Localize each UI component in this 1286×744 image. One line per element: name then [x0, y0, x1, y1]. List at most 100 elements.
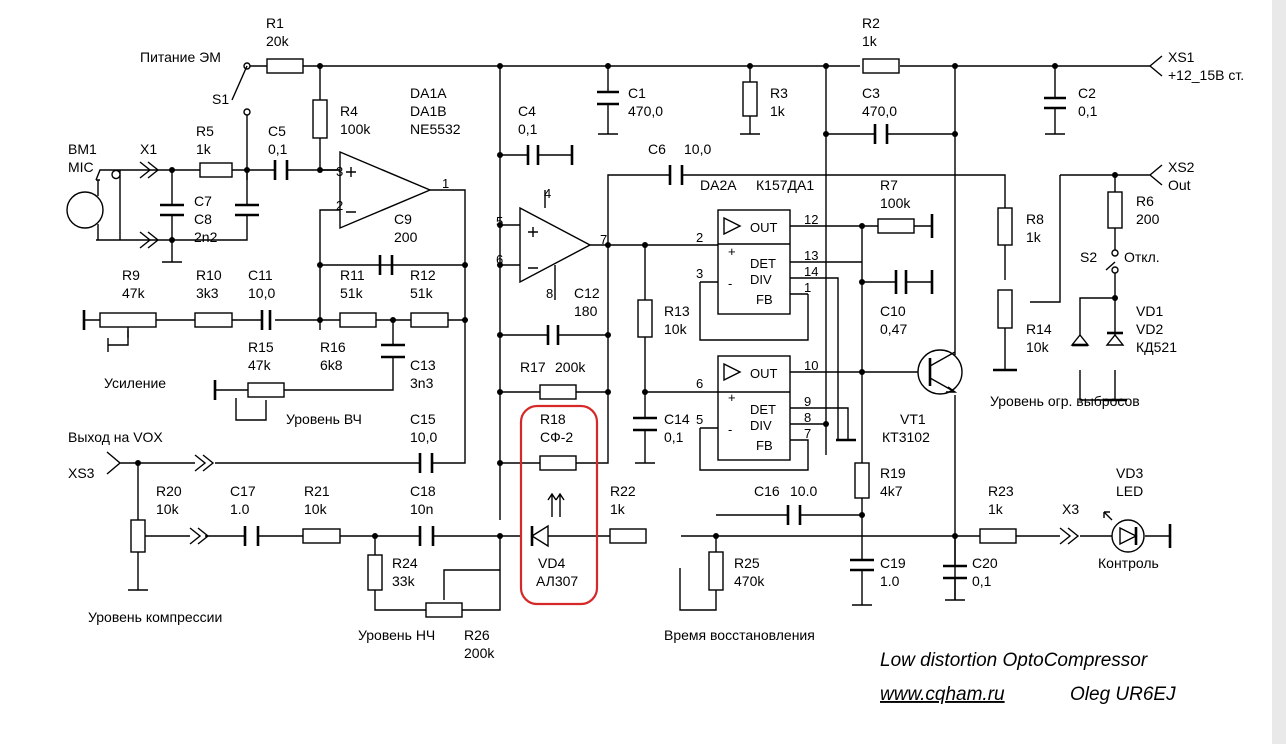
- label-c17-value: 1.0: [230, 501, 250, 517]
- c18-capacitor: [418, 526, 435, 546]
- label-pin2b: 2: [696, 230, 703, 245]
- label-x3: X3: [1062, 501, 1079, 517]
- label-xs3: XS3: [68, 465, 95, 481]
- da2a-opamp: [519, 206, 592, 284]
- label-r14: R14: [1026, 321, 1052, 337]
- c20-capacitor: [943, 564, 967, 580]
- label-r15: R15: [248, 339, 274, 355]
- s2-switch: [1111, 249, 1119, 274]
- label-r5: R5: [196, 123, 214, 139]
- label-out-2: OUT: [750, 366, 778, 381]
- x1-connectors: [139, 161, 160, 249]
- vd2-diode: [1105, 331, 1125, 346]
- r4-resistor: [312, 99, 328, 139]
- r10-resistor: [194, 312, 233, 328]
- label-out: Out: [1168, 177, 1191, 193]
- label-r15-value: 47k: [248, 357, 272, 373]
- label-vd4: VD4: [538, 555, 565, 571]
- r19-resistor: [854, 462, 870, 499]
- r21-resistor: [302, 528, 341, 544]
- label-r7: R7: [880, 177, 898, 193]
- label-c10-value: 0,47: [880, 321, 907, 337]
- label-r3: R3: [770, 85, 788, 101]
- label-vd1: VD1: [1136, 303, 1163, 319]
- footer-author: Oleg UR6EJ: [1070, 684, 1176, 705]
- label-pin1: 1: [442, 176, 449, 191]
- label-plus-1: +: [728, 244, 736, 259]
- label-r23-value: 1k: [988, 501, 1004, 517]
- r15-potentiometer: [247, 382, 285, 398]
- r13-resistor: [637, 299, 653, 338]
- label-r13: R13: [664, 303, 690, 319]
- c10-capacitor: [894, 270, 908, 294]
- label-c4-value: 0,1: [518, 121, 538, 137]
- label-k157da1: К157ДА1: [756, 177, 814, 193]
- r18-photoresistor: [539, 455, 577, 471]
- label-fb-1: FB: [756, 292, 773, 307]
- label-vremya: Время восстановления: [664, 627, 815, 643]
- label-r26: R26: [464, 627, 490, 643]
- label-c6-value: 10,0: [684, 141, 711, 157]
- label-c7-c8-value: 2n2: [194, 229, 218, 245]
- label-r12: R12: [410, 267, 436, 283]
- c4-capacitor: [500, 145, 574, 165]
- label-c5: C5: [268, 123, 286, 139]
- label-x1: X1: [140, 141, 157, 157]
- vt1-transistor: [917, 349, 963, 395]
- label-c13: C13: [410, 357, 436, 373]
- label-c5-value: 0,1: [268, 141, 288, 157]
- r26-potentiometer: [425, 602, 463, 618]
- label-r19: R19: [880, 465, 906, 481]
- c15-capacitor: [418, 453, 434, 473]
- c17-capacitor: [243, 526, 260, 546]
- label-r1-value: 20k: [266, 33, 290, 49]
- c1-capacitor: [597, 90, 619, 106]
- c14-capacitor: [633, 416, 657, 432]
- label-r2-value: 1k: [862, 33, 878, 49]
- r17-resistor: [539, 384, 577, 400]
- label-pin4: 4: [544, 186, 551, 201]
- label-uroven-vch: Уровень ВЧ: [286, 411, 362, 427]
- label-kt3102: КТ3102: [882, 429, 930, 445]
- label-pin5: 5: [496, 214, 503, 229]
- vd4-led: [530, 492, 575, 548]
- label-r11-value: 51k: [340, 285, 364, 301]
- r5-resistor: [199, 162, 233, 178]
- label-plus-2: +: [728, 390, 736, 405]
- label-out-1: OUT: [750, 220, 778, 235]
- label-otkl: Откл.: [1124, 249, 1160, 265]
- label-c2-value: 0,1: [1078, 103, 1098, 119]
- label-s1: S1: [212, 91, 229, 107]
- label-uroven-ogr: Уровень огр. выбросов: [990, 393, 1140, 409]
- gain-network-wires: [82, 310, 465, 421]
- label-c12-value: 180: [574, 303, 598, 319]
- r7-resistor: [877, 218, 915, 234]
- label-pitanie: Питание ЭМ: [140, 49, 221, 65]
- label-pin13: 13: [804, 248, 818, 263]
- label-vox: Выход на VOX: [68, 429, 163, 445]
- label-c20-value: 0,1: [972, 573, 992, 589]
- label-r24: R24: [392, 555, 418, 571]
- label-pin5b: 5: [696, 412, 703, 427]
- c5-capacitor: [273, 160, 289, 180]
- label-r8: R8: [1026, 211, 1044, 227]
- label-pin7: 7: [600, 232, 607, 247]
- highlight-box-optocoupler: [519, 404, 599, 606]
- label-c9-value: 200: [394, 229, 418, 245]
- da1-opamp: [339, 150, 432, 230]
- label-vd2: VD2: [1136, 321, 1163, 337]
- label-div-1: DIV: [750, 272, 772, 287]
- label-al307: АЛ307: [536, 573, 578, 589]
- label-r20-value: 10k: [156, 501, 180, 517]
- vd3-led: [1103, 511, 1145, 553]
- label-r9-value: 47k: [122, 285, 146, 301]
- label-uroven-kompressii: Уровень компрессии: [88, 609, 222, 625]
- label-pin8: 8: [546, 286, 553, 301]
- label-da2a: DA2A: [700, 177, 737, 193]
- label-c3: C3: [862, 85, 880, 101]
- label-bm1: BM1: [68, 141, 97, 157]
- label-pin2: 2: [336, 198, 343, 213]
- k157da1-block-bottom: [699, 355, 930, 471]
- r1-resistor: [266, 58, 304, 74]
